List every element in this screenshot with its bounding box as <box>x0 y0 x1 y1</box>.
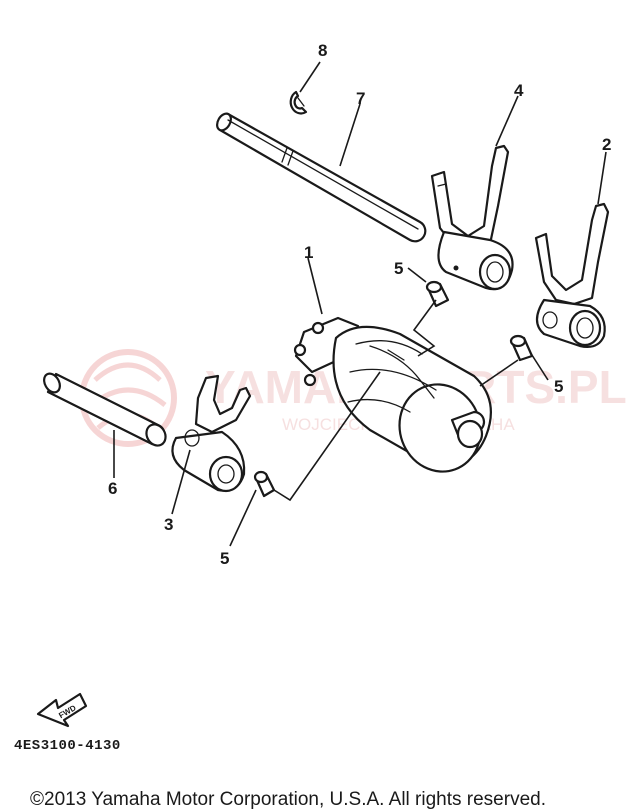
callout-4: 4 <box>514 81 524 100</box>
part-5-roller-top <box>425 280 450 308</box>
part-6-guide-bar <box>43 372 167 447</box>
callout-5-bottom: 5 <box>220 549 229 568</box>
part-4-shift-fork <box>430 144 514 291</box>
part-7-shift-shaft <box>216 112 427 243</box>
callout-2: 2 <box>602 135 611 154</box>
callout-6: 6 <box>108 479 117 498</box>
part-5-roller-bottom <box>253 470 276 498</box>
part-3-shift-fork <box>171 374 252 493</box>
part-1-shift-drum <box>293 316 492 473</box>
copyright-notice: ©2013 Yamaha Motor Corporation, U.S.A. A… <box>30 789 546 810</box>
part-8-circlip <box>289 90 308 115</box>
forward-arrow-icon: FWD <box>36 692 88 728</box>
callout-5-top: 5 <box>394 259 403 278</box>
part-code: 4ES3100-4130 <box>14 738 121 754</box>
callout-1: 1 <box>304 243 313 262</box>
part-2-shift-fork <box>534 202 610 348</box>
leader-lines <box>113 61 607 547</box>
callout-3: 3 <box>164 515 173 534</box>
callout-5-right: 5 <box>554 377 563 396</box>
part-5-roller-right <box>509 334 534 362</box>
callout-8: 8 <box>318 41 327 60</box>
callout-7: 7 <box>356 89 365 108</box>
